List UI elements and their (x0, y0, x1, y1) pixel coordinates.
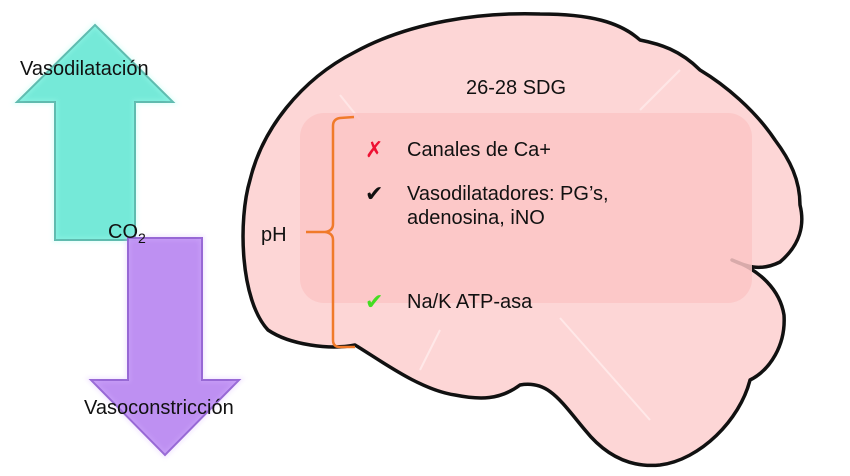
check-mark-icon: ✔ (365, 181, 384, 206)
list-item: ✔ Na/K ATP-asa (365, 290, 533, 314)
brain-fold-line (639, 69, 681, 111)
co2-base: CO (108, 221, 138, 243)
vasoconstriction-label: Vasoconstricción (84, 397, 234, 419)
vasoconstriction-arrow (88, 237, 242, 457)
co2-subscript: 2 (138, 230, 146, 246)
item-text: Canales de Ca+ (407, 139, 551, 161)
info-panel (300, 113, 752, 303)
list-item: ✔ Vasodilatadores: PG’s, adenosina, iNO (365, 182, 609, 230)
list-item: ✗ Canales de Ca+ (365, 138, 551, 162)
brain-fold-line (559, 317, 651, 421)
item-text: adenosina, iNO (407, 207, 545, 229)
ph-label: pH (261, 224, 287, 246)
ph-bracket (306, 115, 355, 349)
x-mark-icon: ✗ (365, 137, 384, 162)
item-text: Vasodilatadores: PG’s, (407, 183, 609, 205)
check-mark-icon: ✔ (365, 289, 384, 314)
vasodilation-label: Vasodilatación (20, 58, 149, 80)
brain-fold-line (419, 329, 441, 371)
co2-label: CO2 (108, 222, 146, 245)
item-text: Na/K ATP-asa (407, 291, 533, 313)
gestational-age-title: 26-28 SDG (466, 77, 567, 99)
